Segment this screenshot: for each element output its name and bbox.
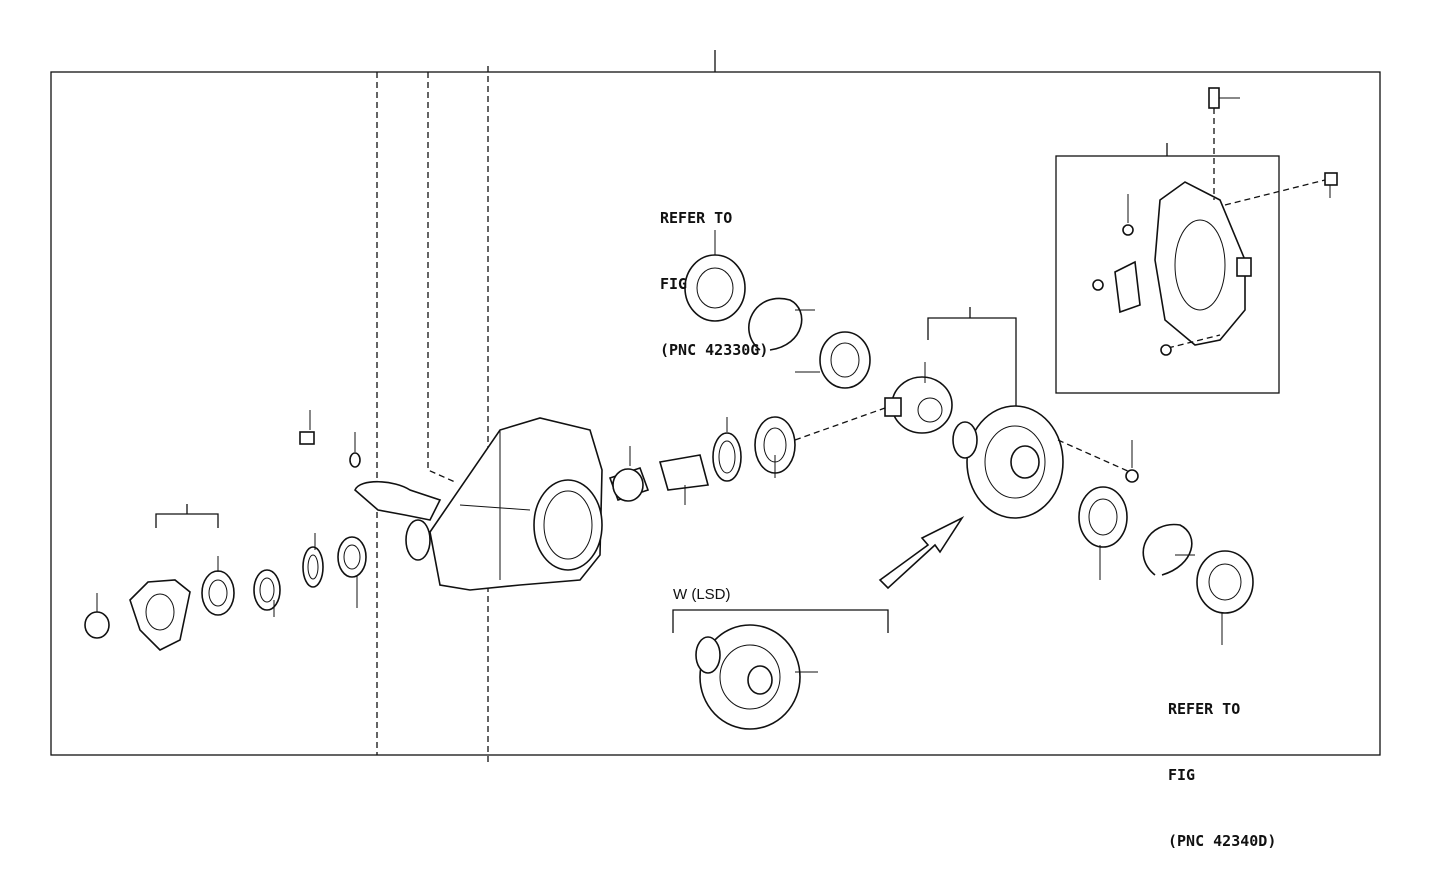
diagram-drawing [50, 50, 1381, 762]
side-bearing-lower-part [1078, 486, 1128, 548]
cover-gasket-part [1114, 260, 1141, 314]
rear-cover-part [1154, 181, 1252, 346]
case-bracket [927, 317, 1017, 410]
plug-bolt-part [299, 431, 315, 445]
filler-plug-part [1092, 279, 1104, 291]
refer-top-line3: (PNC 42330G) [660, 341, 769, 359]
spacer-washer-part [302, 546, 324, 588]
dash-line-3 [427, 72, 456, 483]
refer-top-line1: REFER TO [660, 209, 733, 227]
snap-ring-upper-part [748, 297, 803, 351]
oil-seal-front-part [201, 570, 235, 616]
side-pin-part [1125, 469, 1139, 483]
drain-plug-part [1122, 224, 1134, 236]
refer-top-label: REFER TO FIG (PNC 42330G) [660, 163, 768, 383]
refer-bottom-line3: (PNC 42340D) [1168, 832, 1277, 850]
lsd-bracket [672, 609, 889, 633]
refer-bottom-label: REFER TO FIG (PNC 42340D) [1168, 654, 1276, 874]
direction-arrow [878, 515, 965, 590]
gasket-ring-part [349, 452, 361, 468]
pinion-nut-part [84, 611, 110, 639]
refer-bottom-line2: FIG [1168, 766, 1196, 784]
flange-bracket [155, 513, 219, 528]
side-oil-seal-lower-part [1196, 550, 1254, 614]
pinion-bearing-cup-part [608, 466, 650, 502]
bearing-race-part [337, 536, 367, 578]
differential-case-part [952, 405, 1064, 519]
lsd-unit-part [695, 624, 801, 730]
pinion-sleeve-part [658, 454, 710, 491]
front-bearing-part [253, 569, 281, 611]
companion-flange-part [129, 579, 191, 651]
pinion-gear-part [884, 376, 953, 434]
differential-exploded-diagram: REFER TO FIG (PNC 42330G) REFER TO FIG (… [50, 50, 1381, 850]
lsd-variant-label: W (LSD) [673, 586, 731, 603]
refer-bottom-line1: REFER TO [1168, 700, 1241, 718]
snap-ring-lower-part [1142, 523, 1193, 576]
cover-washer-part [1160, 344, 1172, 356]
refer-top-line2: FIG [660, 275, 688, 293]
cover-bolt-part [1324, 172, 1338, 186]
breather-plug-part [1208, 87, 1220, 109]
carrier-housing-part [354, 417, 603, 591]
side-bearing-upper-part [819, 331, 871, 389]
shim-washer-part [712, 432, 742, 482]
